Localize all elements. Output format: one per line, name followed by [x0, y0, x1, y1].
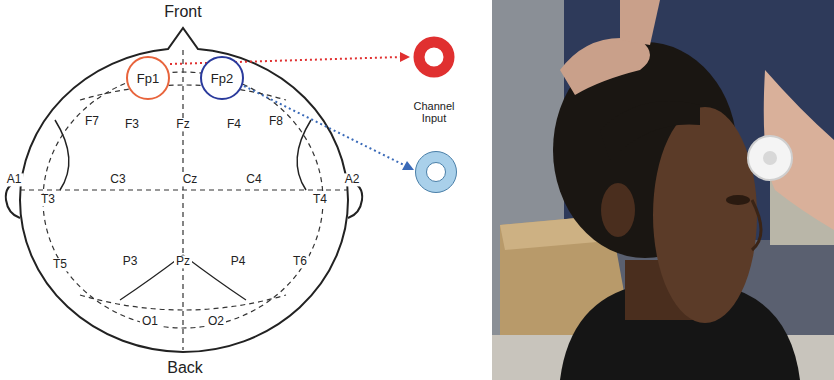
electrode-label: P3: [121, 255, 140, 268]
channel-input-ring: [421, 157, 451, 187]
hairline: [600, 101, 700, 160]
arm: [620, 0, 660, 45]
channel-label: Channel Input: [404, 100, 464, 124]
arrowhead: [400, 52, 410, 62]
electrode-label: F4: [225, 118, 243, 131]
coronal-line: [20, 189, 348, 190]
temporal-curve: [297, 120, 311, 190]
leader-line: [244, 86, 406, 166]
eye: [726, 195, 750, 205]
electrode-label: Cz: [181, 173, 200, 186]
circumference-line: [43, 72, 323, 328]
channel-input-ring: [419, 42, 449, 72]
electrode-label: C3: [108, 173, 127, 186]
electrode-label: F8: [267, 115, 285, 128]
electrode-label: A1: [5, 173, 24, 186]
nose: [752, 200, 761, 250]
ring-edge: [416, 152, 457, 193]
head-outline: [20, 28, 348, 352]
temporal-curve: [55, 120, 69, 190]
electrode-circle: Fp2: [200, 56, 244, 100]
ear: [601, 183, 635, 237]
midline: [182, 50, 183, 350]
electrode-center: [763, 151, 777, 165]
electrode-label: T3: [39, 193, 57, 206]
electrode-label: T4: [311, 193, 329, 206]
electrode-label: O1: [140, 315, 160, 328]
electrode-label: T5: [51, 258, 69, 271]
electrode-label: Fz: [174, 118, 191, 131]
direction-label: Front: [162, 3, 203, 21]
direction-label: Back: [165, 359, 205, 377]
ring-edge: [427, 163, 446, 182]
arrowhead: [402, 161, 414, 170]
electrode-label: T6: [291, 255, 309, 268]
electrode-label: F3: [123, 118, 141, 131]
electrode-label: C4: [244, 173, 263, 186]
face: [653, 107, 757, 323]
electrode-circle: Fp1: [126, 56, 170, 100]
hand: [560, 38, 650, 95]
electrode-label: Pz: [174, 255, 192, 268]
photo-background: [492, 0, 834, 380]
photo: [492, 0, 834, 380]
electrode: [748, 136, 792, 180]
electrode-label: P4: [229, 255, 248, 268]
electrode-label: Fp2: [211, 71, 233, 86]
occipital-arc: [80, 295, 286, 310]
electrode-label: F7: [83, 115, 101, 128]
electrode-label: Fp1: [137, 71, 159, 86]
frontal-arc: [80, 85, 286, 100]
electrode-label: A2: [343, 173, 362, 186]
electrode-label: O2: [206, 315, 226, 328]
